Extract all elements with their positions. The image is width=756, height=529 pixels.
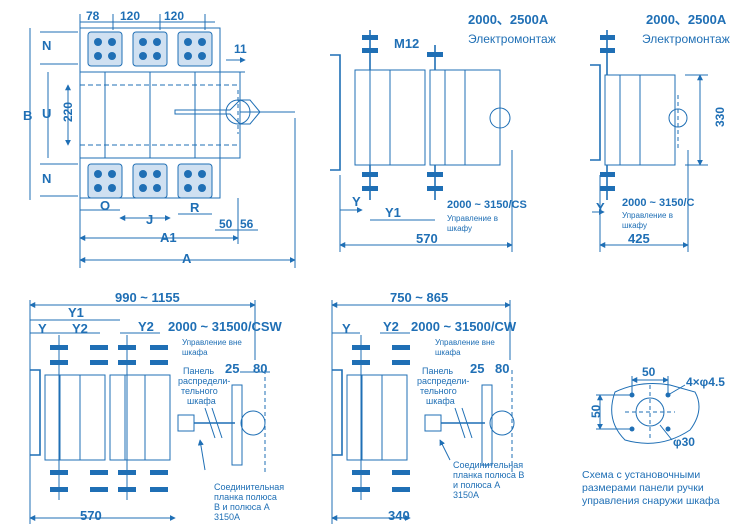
label-Y2-cw: Y2 [383,319,399,334]
dim-50: 50 [219,217,233,231]
dim-570-top: 570 [416,231,438,246]
label-B: B [23,108,32,123]
front-view: 78 120 120 11 B U N N 220 O J R 50 56 A1 [23,9,296,268]
dim-425: 425 [628,231,650,246]
type-csw: 2000 ~ 31500/CSW [168,319,283,334]
dim-80-csw: 80 [253,361,267,376]
dim-range-cw: 750 ~ 865 [390,290,448,305]
dim-570-bottom: 570 [80,508,102,523]
label-N-bottom: N [42,171,51,186]
label-Y-cs: Y [352,194,361,209]
side-view-csw: 990 ~ 1155 Y1 Y Y2 Y2 2000 ~ 31500/CSW У… [29,290,284,524]
dim-25-csw: 25 [225,361,239,376]
label-Y1-cs: Y1 [385,205,401,220]
side-view-cs: 2000、2500A Электромонтаж M12 Y Y1 2000 ~… [330,12,556,252]
mount-cs: Электромонтаж [468,32,556,46]
dim-120-b: 120 [164,9,184,23]
dim-120-a: 120 [120,9,140,23]
dim-220: 220 [61,102,75,122]
dim-56: 56 [240,217,254,231]
rating-c: 2000、2500A [646,12,727,27]
label-A: A [182,251,192,266]
label-A1: A1 [160,230,177,245]
dim-330: 330 [713,107,727,127]
type-cw: 2000 ~ 31500/CW [411,319,517,334]
thread-m12: M12 [394,36,419,51]
label-J: J [146,212,153,227]
dim-50-top: 50 [642,365,656,379]
label-U: U [42,106,51,121]
dim-80-cw: 80 [495,361,509,376]
side-view-cw: 750 ~ 865 Y Y2 2000 ~ 31500/CW Управлени… [331,290,524,524]
rating-cs: 2000、2500A [468,12,549,27]
label-N-top: N [42,38,51,53]
dim-340: 340 [388,508,410,523]
label-Y-csw: Y [38,321,47,336]
dim-50-side: 50 [589,404,603,418]
label-Y2a-csw: Y2 [72,321,88,336]
holes-4x4.5: 4×φ4.5 [686,375,725,389]
label-Y-c: Y [596,200,605,215]
label-Y2b-csw: Y2 [138,319,154,334]
mount-c: Электромонтаж [642,32,730,46]
dia-30: φ30 [673,435,695,449]
type-c: 2000 ~ 3150/C [622,197,695,209]
label-O: O [100,198,110,213]
side-view-c: 2000、2500A Электромонтаж 330 Y 2000 ~ 31… [590,12,730,252]
label-Y1-csw: Y1 [68,305,84,320]
label-Y-cw: Y [342,321,351,336]
label-R: R [190,200,200,215]
dim-25-cw: 25 [470,361,484,376]
dim-11: 11 [234,42,247,56]
dim-range-csw: 990 ~ 1155 [115,290,180,305]
type-cs: 2000 ~ 3150/CS [447,199,527,211]
dim-78: 78 [86,9,100,23]
